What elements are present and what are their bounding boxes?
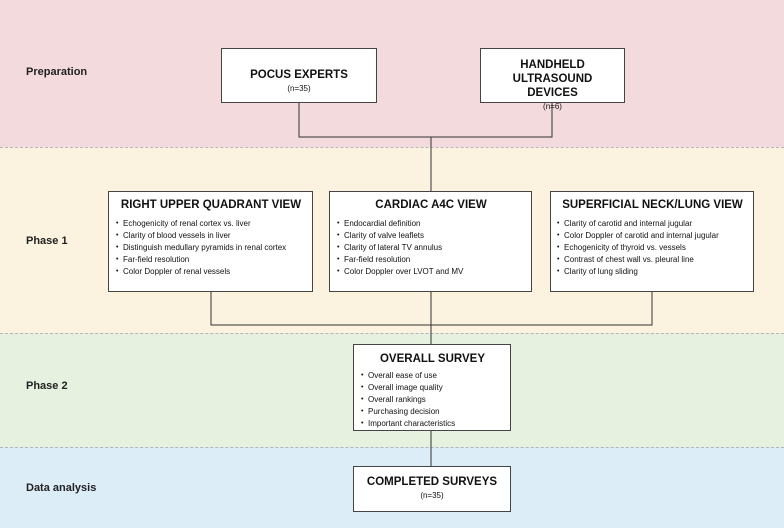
- band-divider: [0, 447, 784, 448]
- connector-prep: [298, 103, 553, 138]
- overall-survey-box: OVERALL SURVEY Overall ease of use Overa…: [353, 344, 511, 431]
- list-item: Clarity of carotid and internal jugular: [557, 218, 748, 230]
- pocus-experts-title: POCUS EXPERTS: [250, 69, 348, 81]
- a4c-criteria-list: Endocardial definition Clarity of valve …: [337, 218, 525, 278]
- list-item: Color Doppler over LVOT and MV: [337, 266, 525, 278]
- list-item: Far-field resolution: [116, 254, 306, 266]
- handheld-devices-title-line1: HANDHELD ULTRASOUND: [512, 59, 593, 85]
- phase-label-data-analysis: Data analysis: [26, 482, 97, 494]
- list-item: Endocardial definition: [337, 218, 525, 230]
- superficial-neck-lung-view-title: SUPERFICIAL NECK/LUNG VIEW: [562, 199, 743, 211]
- overall-survey-list: Overall ease of use Overall image qualit…: [361, 370, 504, 430]
- list-item: Distinguish medullary pyramids in renal …: [116, 242, 306, 254]
- pocus-experts-box: POCUS EXPERTS (n=35): [221, 48, 377, 103]
- list-item: Echogenicity of renal cortex vs. liver: [116, 218, 306, 230]
- cardiac-a4c-view-box: CARDIAC A4C VIEW Endocardial definition …: [329, 191, 532, 292]
- completed-surveys-box: COMPLETED SURVEYS (n=35): [353, 466, 511, 512]
- list-item: Far-field resolution: [337, 254, 525, 266]
- band-divider: [0, 333, 784, 334]
- ruq-view-title: RIGHT UPPER QUADRANT VIEW: [120, 199, 302, 211]
- list-item: Overall ease of use: [361, 370, 504, 382]
- list-item: Color Doppler of carotid and internal ju…: [557, 230, 748, 242]
- phase-label-phase2: Phase 2: [26, 380, 68, 392]
- list-item: Clarity of lung sliding: [557, 266, 748, 278]
- list-item: Echogenicity of thyroid vs. vessels: [557, 242, 748, 254]
- preparation-band: [0, 0, 784, 147]
- list-item: Overall rankings: [361, 394, 504, 406]
- list-item: Clarity of valve leaflets: [337, 230, 525, 242]
- ruq-view-box: RIGHT UPPER QUADRANT VIEW Echogenicity o…: [108, 191, 313, 292]
- cardiac-a4c-view-title: CARDIAC A4C VIEW: [375, 199, 487, 211]
- handheld-devices-count: (n=6): [543, 102, 562, 111]
- superficial-neck-lung-view-box: SUPERFICIAL NECK/LUNG VIEW Clarity of ca…: [550, 191, 754, 292]
- handheld-devices-box: HANDHELD ULTRASOUND DEVICES (n=6): [480, 48, 625, 111]
- list-item: Overall image quality: [361, 382, 504, 394]
- ruq-criteria-list: Echogenicity of renal cortex vs. liver C…: [116, 218, 306, 278]
- pocus-experts-count: (n=35): [287, 84, 311, 93]
- list-item: Contrast of chest wall vs. pleural line: [557, 254, 748, 266]
- list-item: Important characteristics: [361, 418, 504, 430]
- list-item: Clarity of blood vessels in liver: [116, 230, 306, 242]
- phase-label-preparation: Preparation: [26, 66, 88, 78]
- completed-surveys-title: COMPLETED SURVEYS: [366, 476, 498, 488]
- handheld-devices-title-line2: DEVICES: [527, 87, 578, 99]
- completed-surveys-count: (n=35): [420, 491, 444, 500]
- band-divider: [0, 147, 784, 148]
- list-item: Color Doppler of renal vessels: [116, 266, 306, 278]
- neck-lung-criteria-list: Clarity of carotid and internal jugular …: [557, 218, 748, 278]
- list-item: Clarity of lateral TV annulus: [337, 242, 525, 254]
- phase-label-phase1: Phase 1: [26, 235, 68, 247]
- overall-survey-title: OVERALL SURVEY: [379, 353, 486, 365]
- list-item: Purchasing decision: [361, 406, 504, 418]
